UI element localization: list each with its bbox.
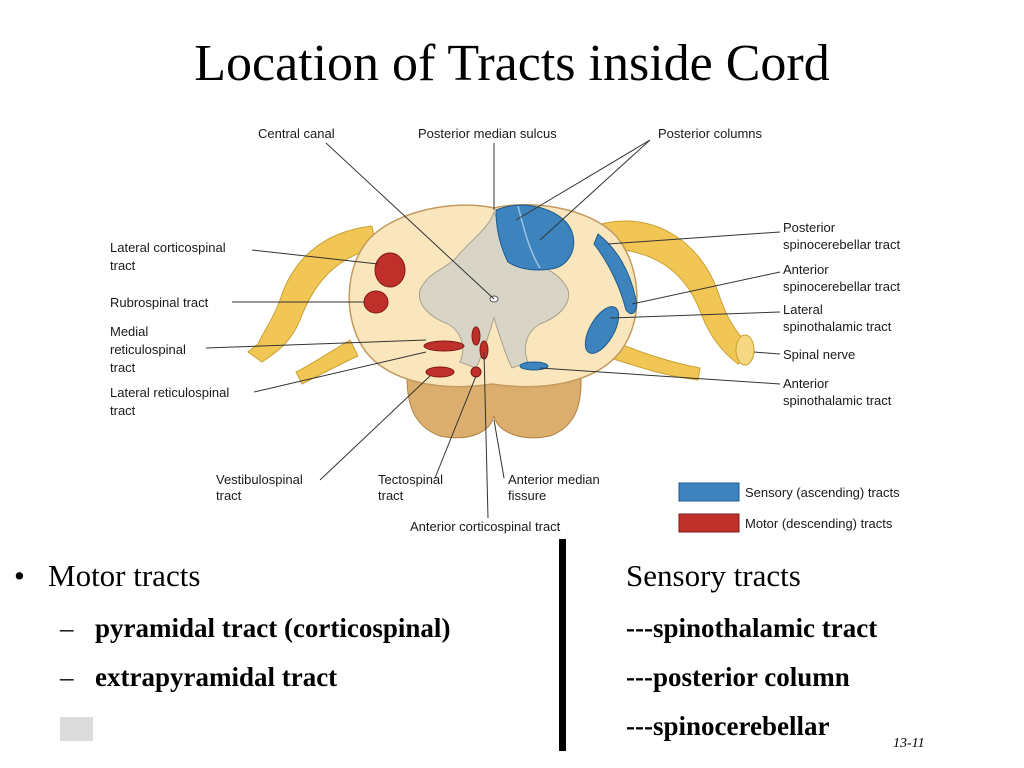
- slide-title: Location of Tracts inside Cord: [194, 35, 830, 92]
- label-lateral-spinothalamic-line2: spinothalamic tract: [783, 319, 892, 334]
- sensory-item-spinothalamic: ---spinothalamic tract: [626, 613, 878, 643]
- bullet-icon: •: [14, 558, 25, 593]
- label-lateral-corticospinal-line2: tract: [110, 258, 136, 273]
- label-lateral-corticospinal-line1: Lateral corticospinal: [110, 240, 226, 255]
- motor-item-pyramidal: pyramidal tract (corticospinal): [95, 613, 451, 643]
- label-posterior-spinocerebellar-line2: spinocerebellar tract: [783, 237, 900, 252]
- label-lateral-spinothalamic-line1: Lateral: [783, 302, 823, 317]
- label-lateral-reticulospinal-line2: tract: [110, 403, 136, 418]
- label-vestibulospinal-line1: Vestibulospinal: [216, 472, 303, 487]
- posterior-columns-tract: [495, 204, 575, 271]
- vestibulospinal-tract: [470, 366, 482, 378]
- label-anterior-spinothalamic-line2: spinothalamic tract: [783, 393, 892, 408]
- legend-sensory-label: Sensory (ascending) tracts: [745, 485, 900, 500]
- label-lateral-reticulospinal-line1: Lateral reticulospinal: [110, 385, 229, 400]
- label-anterior-corticospinal: Anterior corticospinal tract: [410, 519, 561, 534]
- right-nerve-end: [735, 334, 755, 366]
- label-anterior-spinocerebellar-line1: Anterior: [783, 262, 829, 277]
- label-posterior-columns: Posterior columns: [658, 126, 763, 141]
- left-ventral-root: [295, 339, 359, 385]
- sensory-tracts-heading: Sensory tracts: [626, 558, 801, 593]
- motor-item-extrapyramidal: extrapyramidal tract: [95, 662, 338, 692]
- label-posterior-median-sulcus: Posterior median sulcus: [418, 126, 557, 141]
- label-anterior-median-fissure-line2: fissure: [508, 488, 546, 503]
- sensory-item-spinocerebellar: ---spinocerebellar: [626, 711, 830, 741]
- legend-motor-label: Motor (descending) tracts: [745, 516, 893, 531]
- spinal-cord-diagram: Central canal Posterior median sulcus Po…: [110, 126, 900, 534]
- anterior-corticospinal-tract: [471, 326, 481, 346]
- slide-number: 13-11: [893, 736, 925, 751]
- label-vestibulospinal-line2: tract: [216, 488, 242, 503]
- legend-motor-swatch: [678, 513, 740, 533]
- legend: Sensory (ascending) tracts Motor (descen…: [678, 482, 900, 533]
- legend-sensory-swatch: [678, 482, 740, 502]
- diagram-labels: Central canal Posterior median sulcus Po…: [110, 126, 900, 534]
- label-medial-reticulospinal-line1: Medial: [110, 324, 148, 339]
- label-medial-reticulospinal-line2: reticulospinal: [110, 342, 186, 357]
- label-medial-reticulospinal-line3: tract: [110, 360, 136, 375]
- motor-tracts-heading: Motor tracts: [48, 558, 201, 593]
- label-tectospinal-line2: tract: [378, 488, 404, 503]
- label-spinal-nerve: Spinal nerve: [783, 347, 855, 362]
- anterior-spinothalamic-tract: [519, 361, 549, 371]
- label-anterior-spinocerebellar-line2: spinocerebellar tract: [783, 279, 900, 294]
- motor-tracts: [363, 252, 489, 378]
- leader-lines: [205, 139, 781, 519]
- label-rubrospinal: Rubrospinal tract: [110, 295, 209, 310]
- sensory-item-posterior-column: ---posterior column: [626, 662, 850, 692]
- label-posterior-spinocerebellar-line1: Posterior: [783, 220, 836, 235]
- lateral-reticulospinal-tract: [425, 366, 455, 378]
- label-anterior-spinothalamic-line1: Anterior: [783, 376, 829, 391]
- posterior-columns-divider: [517, 205, 541, 269]
- posterior-spinocerebellar-tract: [593, 233, 637, 315]
- sensory-tracts: [495, 204, 637, 371]
- placeholder-box: [60, 717, 93, 741]
- rubrospinal-tract: [363, 290, 389, 314]
- label-central-canal: Central canal: [258, 126, 335, 141]
- label-anterior-median-fissure-line1: Anterior median: [508, 472, 600, 487]
- dash-icon-2: –: [60, 662, 74, 692]
- right-ventral-root: [603, 339, 701, 381]
- lateral-corticospinal-tract: [374, 252, 406, 288]
- gray-matter: [418, 210, 570, 369]
- medial-reticulospinal-tract: [423, 340, 465, 352]
- column-divider: [559, 539, 566, 751]
- label-tectospinal-line1: Tectospinal: [378, 472, 443, 487]
- dash-icon-1: –: [60, 613, 74, 643]
